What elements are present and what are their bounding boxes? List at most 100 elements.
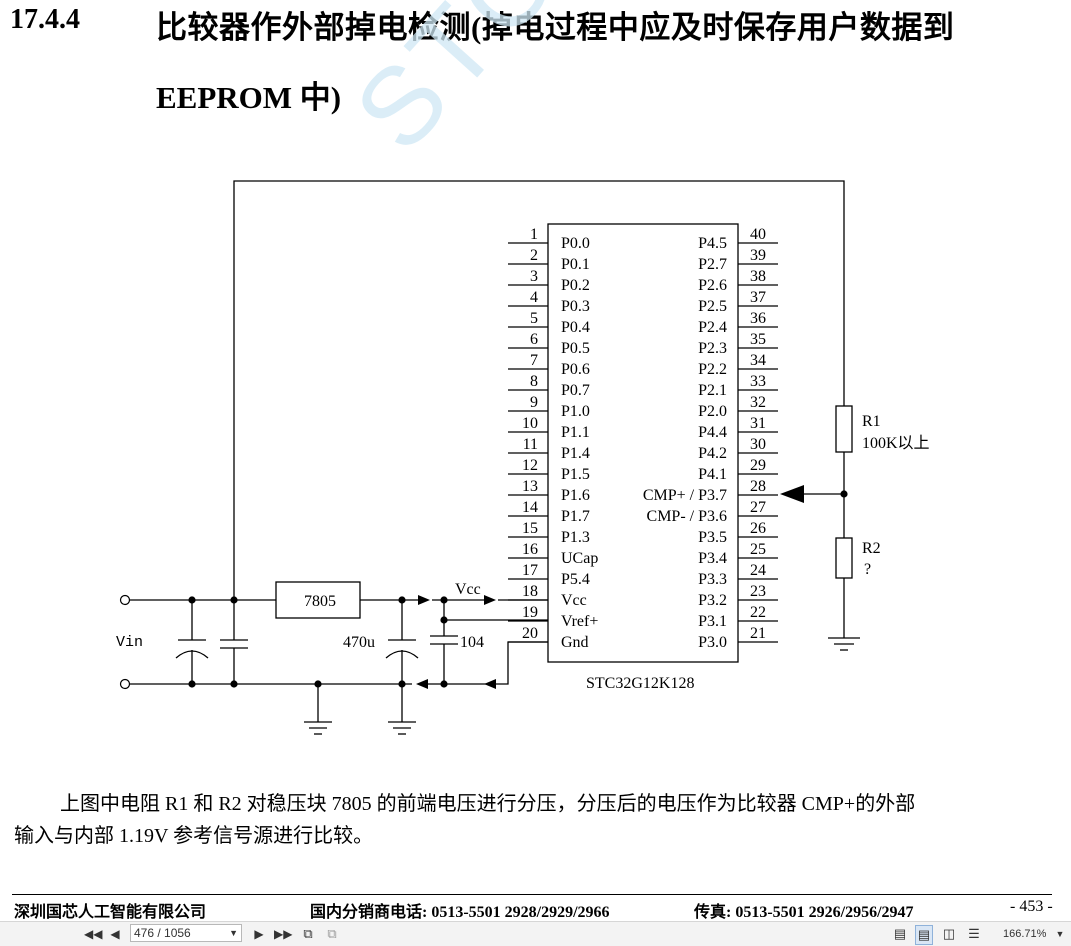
right-pin-number: 30 xyxy=(750,436,766,453)
footer-divider xyxy=(12,894,1052,895)
left-pin-number: 2 xyxy=(530,247,538,264)
right-pin-number: 39 xyxy=(750,247,766,264)
right-pin-name: P3.1 xyxy=(698,613,727,630)
right-pin-number: 24 xyxy=(750,562,766,579)
right-pin-name: P2.2 xyxy=(698,361,727,378)
page-indicator: 476 / 1056 xyxy=(134,926,191,940)
left-pin-number: 11 xyxy=(523,436,538,453)
r2-value: ? xyxy=(864,561,871,578)
left-pin-name: P1.6 xyxy=(561,487,590,504)
facing-view-icon[interactable]: ◫ xyxy=(942,926,956,941)
zoom-level[interactable]: 166.71% xyxy=(1003,928,1047,940)
chevron-down-icon[interactable]: ▼ xyxy=(229,928,238,938)
vin-label: Vin xyxy=(116,634,143,651)
left-pin-name: P1.7 xyxy=(561,508,590,525)
left-pin-name: P0.6 xyxy=(561,361,590,378)
arrow-left-1 xyxy=(416,679,428,689)
viewer-toolbar: ◀◀ ◀ 476 / 1056 ▼ ▶ ▶▶ ⧉ ⧉ ▤ ▤ ◫ ☰ 166.7… xyxy=(0,921,1071,946)
cap-470u-label: 470u xyxy=(343,634,375,651)
left-pin-number: 9 xyxy=(530,394,538,411)
footer-company: 深圳国芯人工智能有限公司 xyxy=(14,904,207,921)
left-pin-number: 18 xyxy=(522,583,538,600)
right-pin-name: P4.1 xyxy=(698,466,727,483)
paragraph-line-1: 上图中电阻 R1 和 R2 对稳压块 7805 的前端电压进行分压，分压后的电压… xyxy=(60,793,916,815)
section-title-line1: 比较器作外部掉电检测(掉电过程中应及时保存用户数据到 xyxy=(156,10,955,45)
right-pin-name: P3.3 xyxy=(698,571,727,588)
copy-icon[interactable]: ⧉ xyxy=(303,926,313,941)
description-paragraph: 上图中电阻 R1 和 R2 对稳压块 7805 的前端电压进行分压，分压后的电压… xyxy=(14,788,1064,852)
left-pin-name: UCap xyxy=(561,550,598,567)
right-pin-name: P3.2 xyxy=(698,592,727,609)
left-pin-name: P0.4 xyxy=(561,319,590,336)
chip-body xyxy=(547,223,739,663)
prev-page-icon[interactable]: ◀ xyxy=(110,927,120,941)
continuous-facing-view-icon[interactable]: ☰ xyxy=(968,926,980,941)
next-page-icon[interactable]: ▶ xyxy=(254,927,264,941)
right-pin-name: P4.2 xyxy=(698,445,727,462)
left-pin-name: P0.3 xyxy=(561,298,590,315)
chip-name: STC32G12K128 xyxy=(586,675,694,692)
left-pin-name: P0.0 xyxy=(561,235,590,252)
left-pin-name: P5.4 xyxy=(561,571,590,588)
left-pin-name: P0.7 xyxy=(561,382,590,399)
zoom-dropdown-icon[interactable]: ▼ xyxy=(1055,929,1065,939)
left-pin-name: Vcc xyxy=(561,592,587,609)
right-pin-name: P3.4 xyxy=(698,550,727,567)
arrow-right-2 xyxy=(484,595,496,605)
right-pin-name: P2.3 xyxy=(698,340,727,357)
right-pin-name: P2.7 xyxy=(698,256,727,273)
left-pin-number: 6 xyxy=(530,331,538,348)
left-pin-number: 12 xyxy=(522,457,538,474)
right-pin-number: 38 xyxy=(750,268,766,285)
regulator-label: 7805 xyxy=(304,593,336,610)
paragraph-line-2: 输入与内部 1.19V 参考信号源进行比较。 xyxy=(14,825,374,847)
r1-value: 100K以上 xyxy=(862,434,930,452)
arrow-right-1 xyxy=(418,595,430,605)
right-pin-name: P2.6 xyxy=(698,277,727,294)
vin-terminal-top xyxy=(119,594,131,606)
right-pin-name: P3.0 xyxy=(698,634,727,651)
left-pin-number: 13 xyxy=(522,478,538,495)
right-pin-number: 25 xyxy=(750,541,766,558)
left-pin-number: 7 xyxy=(530,352,538,369)
left-pin-number: 19 xyxy=(522,604,538,621)
paste-icon[interactable]: ⧉ xyxy=(327,926,337,941)
right-pin-number: 29 xyxy=(750,457,766,474)
left-pin-name: P1.4 xyxy=(561,445,590,462)
right-pin-name: P4.5 xyxy=(698,235,727,252)
right-pin-name: P2.5 xyxy=(698,298,727,315)
right-pin-name: P2.1 xyxy=(698,382,727,399)
left-pin-name: Vref+ xyxy=(561,613,598,630)
left-pin-name: P1.5 xyxy=(561,466,590,483)
left-pin-name: P1.3 xyxy=(561,529,590,546)
right-pin-number: 32 xyxy=(750,394,766,411)
r1-label: R1 xyxy=(862,413,881,430)
left-pin-number: 10 xyxy=(522,415,538,432)
page-number-input[interactable]: 476 / 1056 ▼ xyxy=(130,924,242,942)
right-pin-number: 21 xyxy=(750,625,766,642)
continuous-view-icon[interactable]: ▤ xyxy=(915,925,933,945)
left-pin-name: P0.2 xyxy=(561,277,590,294)
footer-fax: 传真: 0513-5501 2926/2956/2947 xyxy=(694,904,914,921)
left-pin-number: 3 xyxy=(530,268,538,285)
left-pin-number: 8 xyxy=(530,373,538,390)
first-page-icon[interactable]: ◀◀ xyxy=(84,927,103,941)
right-pin-number: 37 xyxy=(750,289,766,306)
single-page-view-icon[interactable]: ▤ xyxy=(893,926,907,941)
vcc-net-label: Vcc xyxy=(455,581,481,598)
right-pin-number: 35 xyxy=(750,331,766,348)
last-page-icon[interactable]: ▶▶ xyxy=(274,927,293,941)
section-title-line2: EEPROM 中) xyxy=(156,80,342,115)
arrow-left-2 xyxy=(484,679,496,689)
left-pin-name: P1.0 xyxy=(561,403,590,420)
resistor-r1 xyxy=(835,405,853,453)
left-pin-number: 16 xyxy=(522,541,538,558)
right-pin-number: 40 xyxy=(750,226,766,243)
circuit-schematic: 7805 Vin Vcc 470u 104 R1 100K以上 R2 ? STC… xyxy=(116,180,930,735)
right-pin-name: P2.0 xyxy=(698,403,727,420)
right-pin-name: P4.4 xyxy=(698,424,727,441)
section-number: 17.4.4 xyxy=(10,4,80,35)
left-pin-name: P0.5 xyxy=(561,340,590,357)
left-pin-name: Gnd xyxy=(561,634,589,651)
right-pin-number: 23 xyxy=(750,583,766,600)
